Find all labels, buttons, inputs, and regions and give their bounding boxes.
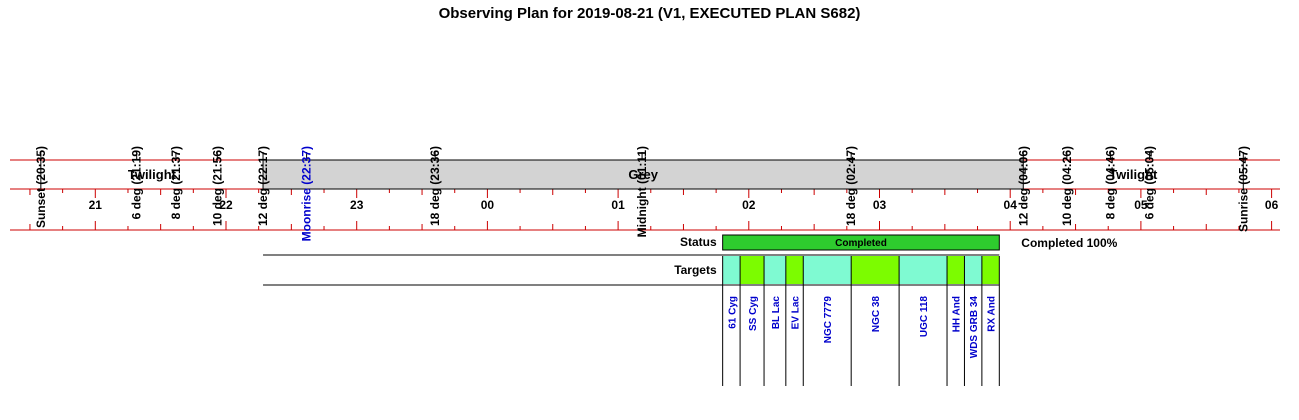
target-label: NGC 7779 <box>823 296 834 344</box>
target-label: RX And <box>987 296 998 332</box>
hour-tick-label: 05 <box>1134 198 1148 212</box>
hour-tick-label: 06 <box>1265 198 1279 212</box>
status-row-label: Status <box>680 235 717 249</box>
event-label: 8 deg (21:37) <box>169 146 183 219</box>
target-bar-1 <box>740 256 765 284</box>
twilight-bands: Twilight Grey Twilight <box>128 159 1158 190</box>
target-bar-5 <box>851 256 900 284</box>
chart-title: Observing Plan for 2019-08-21 (V1, EXECU… <box>438 5 861 22</box>
status-summary: Completed 100% <box>1021 236 1117 250</box>
status-bar-label: Completed <box>835 238 887 249</box>
event-label: Midnight (01:11) <box>635 146 649 237</box>
event-label: 18 deg (02:47) <box>844 146 858 226</box>
event-markers: Sunset (20:35) 6 deg (21:19) 8 deg (21:37)… <box>34 146 1250 241</box>
status-bar <box>722 234 1000 251</box>
target-bar-4 <box>803 256 852 284</box>
event-label: 18 deg (23:36) <box>428 146 442 226</box>
status-row: Status Completed Completed 100% <box>680 234 1118 251</box>
target-label: SS Cyg <box>748 296 759 331</box>
target-label: EV Lac <box>791 296 802 330</box>
target-label: UGC 118 <box>919 296 930 338</box>
band-label-0: Twilight <box>128 167 177 182</box>
target-bar-6 <box>899 256 948 284</box>
target-bar-0 <box>722 256 741 284</box>
hour-tick-label: 04 <box>1004 198 1018 212</box>
target-bar-3 <box>785 256 804 284</box>
event-label: 6 deg (21:19) <box>130 146 144 219</box>
hour-tick-label: 03 <box>873 198 887 212</box>
hour-tick-label: 22 <box>219 198 233 212</box>
event-label: 10 deg (21:56) <box>210 146 224 226</box>
hour-tick-label: 00 <box>481 198 495 212</box>
hour-tick-label: 01 <box>611 198 625 212</box>
event-label: Moonrise (22:37) <box>300 146 314 241</box>
event-label: 12 deg (22:17) <box>256 146 270 226</box>
targets-row-label: Targets <box>674 263 717 277</box>
event-label: Sunrise (05:47) <box>1236 146 1250 232</box>
hour-tick-label: 23 <box>350 198 364 212</box>
target-bar-2 <box>764 256 786 284</box>
target-bar-9 <box>981 256 1000 284</box>
targets-row: Targets 61 Cyg SS Cyg BL Lac EV Lac NGC 7779 N… <box>263 254 1000 386</box>
band-grey-1 <box>262 159 1024 190</box>
hour-tick-label: 02 <box>742 198 756 212</box>
event-label: 12 deg (04:06) <box>1016 146 1030 226</box>
event-label: 8 deg (04:46) <box>1103 146 1117 219</box>
target-bar-7 <box>947 256 965 284</box>
band-label-2: Twilight <box>1109 167 1158 182</box>
event-label: 6 deg (05:04) <box>1143 146 1157 219</box>
target-label: WDS GRB 34 <box>969 296 980 359</box>
target-label: NGC 38 <box>871 296 882 333</box>
hour-tick-label: 21 <box>89 198 103 212</box>
event-label: Sunset (20:35) <box>34 146 48 228</box>
band-label-1: Grey <box>628 167 658 182</box>
target-bar-8 <box>964 256 982 284</box>
target-label: 61 Cyg <box>727 296 738 329</box>
event-label: 10 deg (04:26) <box>1060 146 1074 226</box>
target-label: HH And <box>952 296 963 332</box>
target-label: BL Lac <box>771 296 782 330</box>
